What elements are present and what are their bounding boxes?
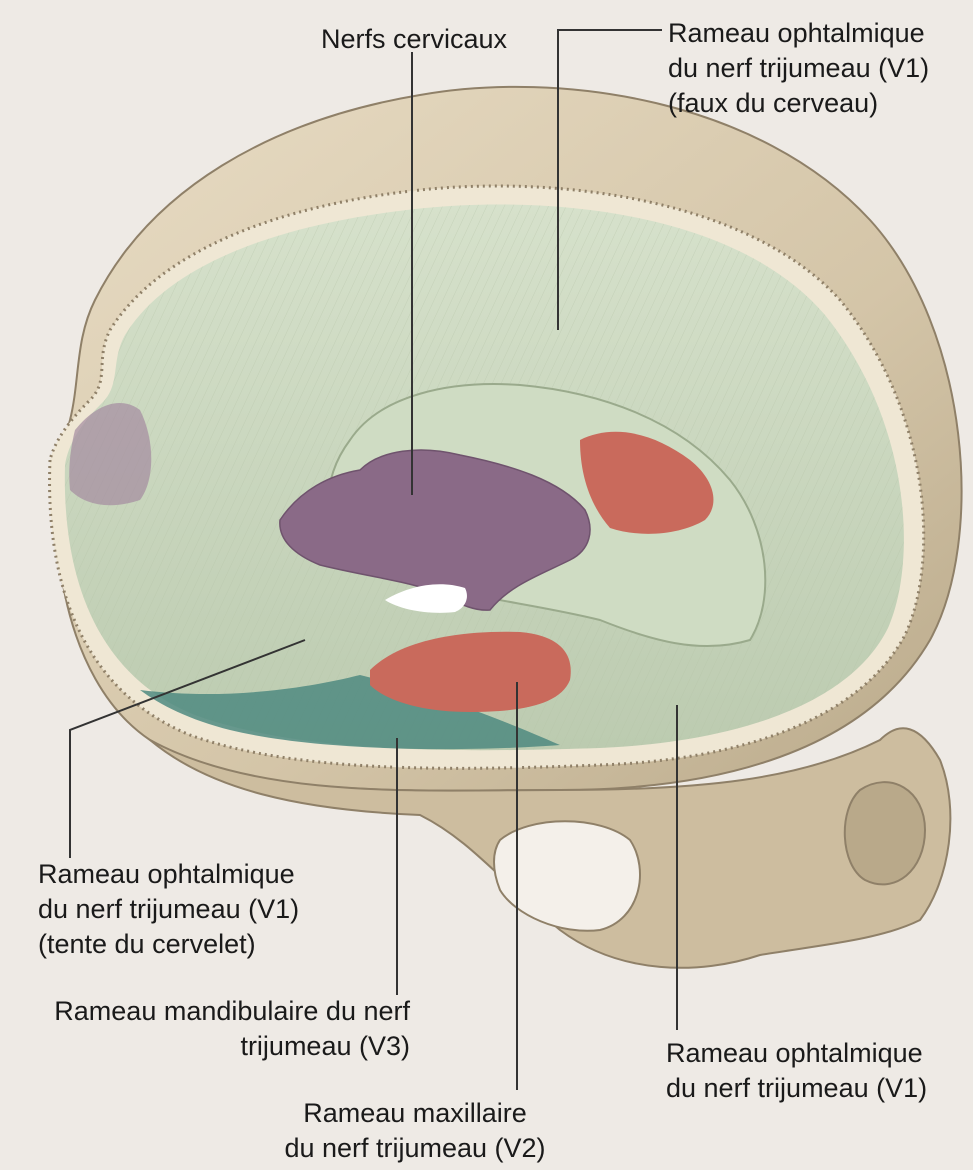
label-text: Rameau ophtalmique [668, 16, 929, 51]
label-text: du nerf trijumeau (V2) [250, 1131, 580, 1166]
label-cervical-nerves: Nerfs cervicaux [304, 22, 524, 57]
label-text: du nerf trijumeau (V1) [666, 1071, 927, 1106]
label-text: (tente du cervelet) [38, 927, 299, 962]
label-text: du nerf trijumeau (V1) [668, 51, 929, 86]
label-text: Rameau ophtalmique [38, 857, 299, 892]
label-text: (faux du cerveau) [668, 86, 929, 121]
label-text: Rameau ophtalmique [666, 1036, 927, 1071]
label-v1-front: Rameau ophtalmique du nerf trijumeau (V1… [666, 1036, 927, 1106]
label-v2: Rameau maxillaire du nerf trijumeau (V2) [250, 1096, 580, 1166]
label-v3: Rameau mandibulaire du nerf trijumeau (V… [10, 994, 410, 1064]
skull-foramen [494, 821, 640, 931]
label-text: trijumeau (V3) [10, 1029, 410, 1064]
label-v1-falx: Rameau ophtalmique du nerf trijumeau (V1… [668, 16, 929, 121]
label-text: Rameau mandibulaire du nerf [10, 994, 410, 1029]
label-text: Rameau maxillaire [250, 1096, 580, 1131]
label-text: Nerfs cervicaux [304, 22, 524, 57]
label-v1-tentorium: Rameau ophtalmique du nerf trijumeau (V1… [38, 857, 299, 962]
label-text: du nerf trijumeau (V1) [38, 892, 299, 927]
skull-orbit [845, 782, 925, 884]
